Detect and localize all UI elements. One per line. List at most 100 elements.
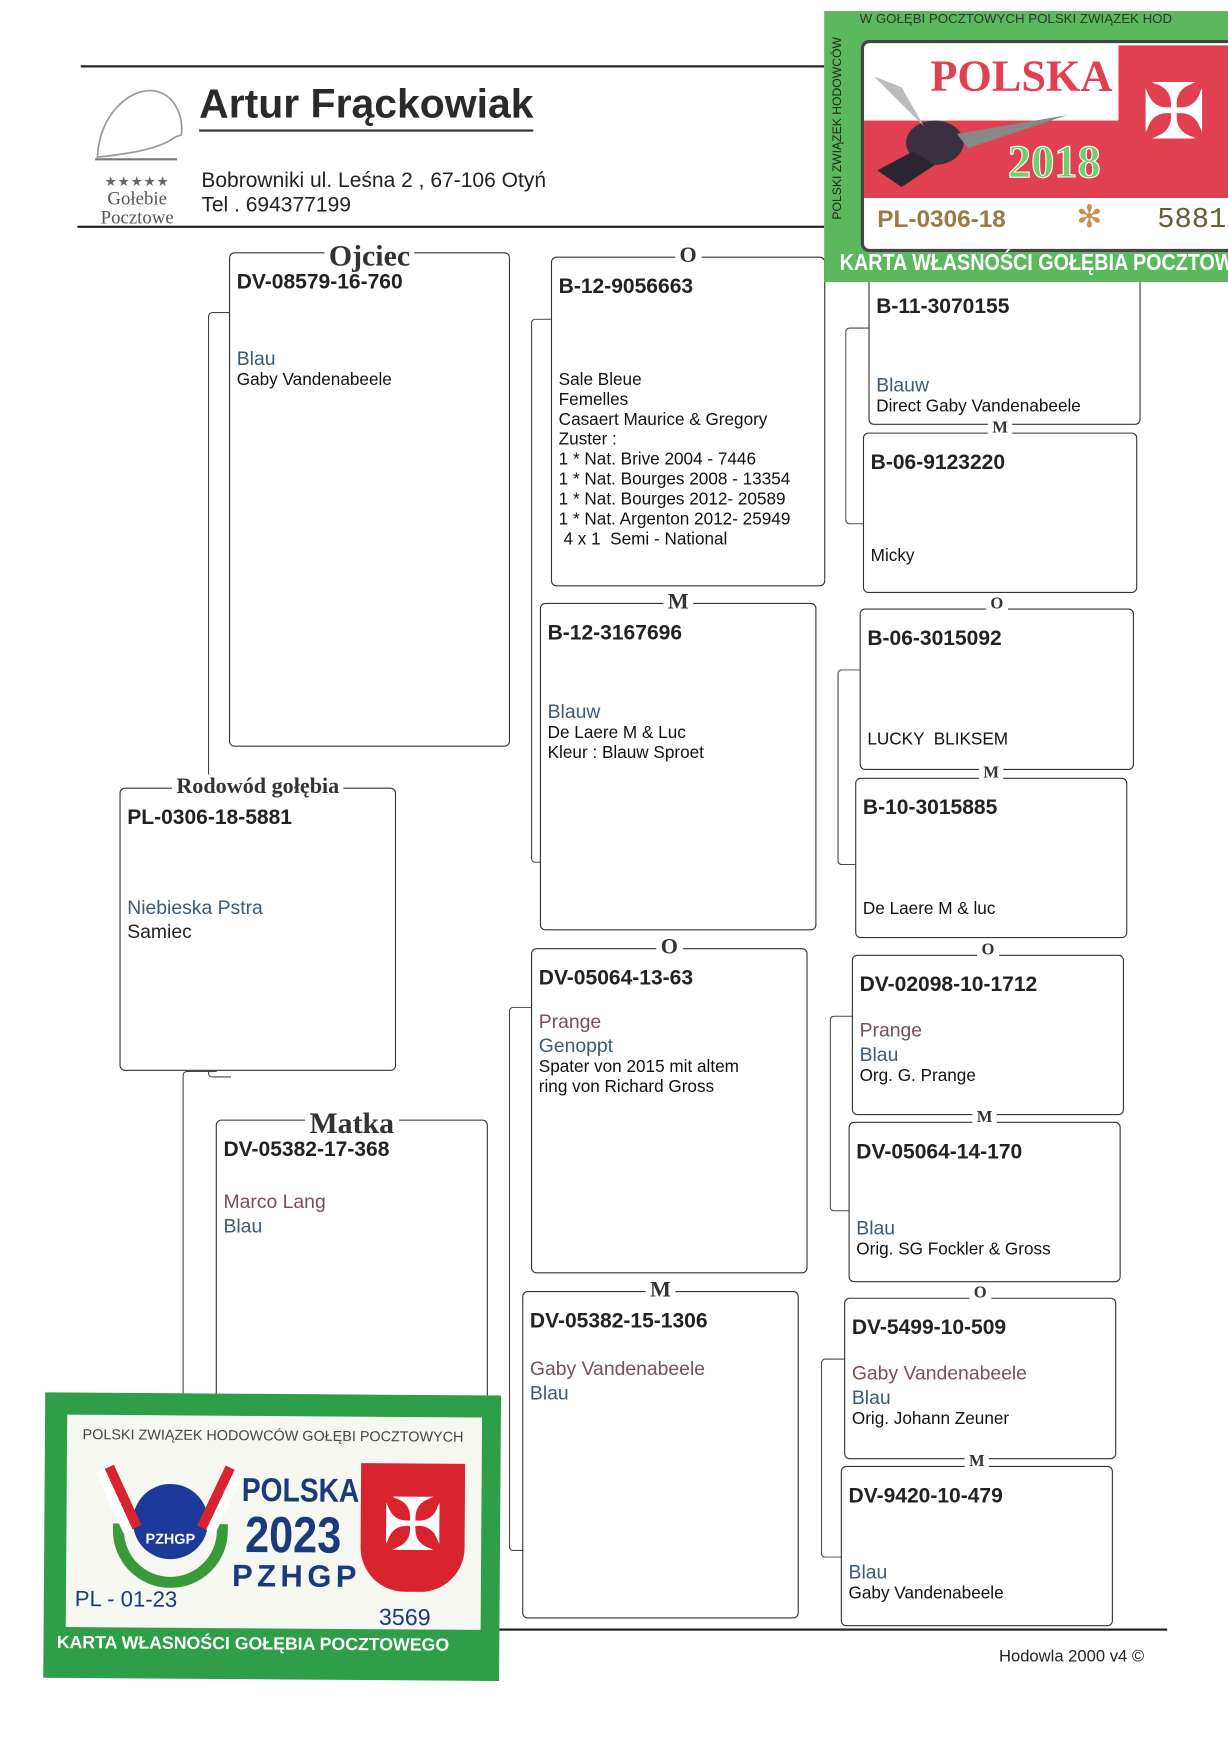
ring-number: B-10-3015885 [862,796,998,820]
owner-phone: Tel . 694377199 [201,193,351,217]
card-line: Gaby Vandenabeele [848,1584,1004,1604]
logo-stars: ★★★★★ [104,173,170,190]
card-line: LUCKY BLIKSEM [867,730,1009,749]
polish-eagle-emblem: ✠ [1118,45,1228,190]
card-title: M [978,764,1004,784]
card-line: Blau [848,1560,888,1584]
connector-line [820,1358,847,1558]
connector-line [837,669,863,866]
card-title: O [656,934,683,961]
card-title: M [645,1277,676,1304]
stamp-year: 2018 [1007,137,1101,189]
pzhgp-logo: PZHGP [95,1464,244,1589]
card-line: Femelles [558,390,629,410]
header-bottom-rule [77,225,825,228]
card-line: Blau [859,1043,899,1066]
card-line: De Laere M & luc [862,899,996,919]
software-credit: Hodowla 2000 v4 © [998,1647,1145,1667]
connector-line [508,1006,535,1552]
stamp-bottom-text: KARTA WŁASNOŚCI GOŁĘBIA POCZTOWEGO [56,1633,450,1656]
card-line: 1 * Nat. Bourges 2012- 20589 [558,490,786,509]
ownership-stamp-2018: W GOŁĘBI POCZTOWYCH POLSKI ZWIĄZEK HOD P… [824,11,1228,283]
stamp-org-top: W GOŁĘBI POCZTOWYCH POLSKI ZWIĄZEK HOD [859,11,1173,27]
card-line: Spater von 2015 mit altem [538,1057,739,1077]
ring-number: DV-02098-10-1712 [859,973,1038,997]
ring-number: B-12-3167696 [547,621,683,645]
card-line: Orig. Johann Zeuner [851,1409,1010,1429]
card-line: Gaby Vandenabeele [529,1357,706,1380]
card-title: O [675,243,702,269]
connector-line [207,311,232,1078]
ring-number: DV-05064-14-170 [856,1140,1023,1164]
card-title: O [985,595,1008,614]
ring-number: DV-9420-10-479 [848,1484,1003,1508]
card-title: O [977,941,999,961]
ring-number: B-11-3070155 [876,295,1010,319]
card-line: Blauw [876,373,929,397]
card-line: Micky [870,546,915,566]
card-line: 4 x 1 Semi - National [558,529,728,549]
footer-rule [497,1628,1168,1631]
card-title: M [964,1452,990,1472]
card-line: Direct Gaby Vandenabeele [876,397,1081,416]
stamp-ring-number: 5881 [1157,202,1227,236]
card-line: Orig. SG Fockler & Gross [856,1240,1051,1259]
stamp-ring-prefix: PL - 01-23 [74,1587,178,1613]
card-line: De Laere M & Luc [547,723,686,743]
card-line: Blau [236,347,276,370]
card-title: M [663,589,694,616]
ring-number: B-06-3015092 [867,627,1002,651]
card-line: Niebieska Pstra [127,896,263,919]
card-title: M [987,419,1013,439]
ring-number: DV-05382-17-368 [223,1138,390,1162]
card-line: 1 * Nat. Brive 2004 - 7446 [558,450,757,470]
stamp-org-side: POLSKI ZWIĄZEK HODOWCÓW [830,37,845,220]
card-line: Prange [859,1018,923,1042]
ring-number: DV-05064-13-63 [538,966,694,991]
card-line: Blau [856,1216,896,1240]
card-line: 1 * Nat. Bourges 2008 - 13354 [558,470,791,489]
connector-line [845,327,871,525]
connector-line [182,1070,217,1439]
ring-number: DV-05382-15-1306 [529,1309,708,1334]
card-title: O [969,1284,992,1304]
connector-line [829,1015,856,1212]
card-line: ring von Richard Gross [538,1077,715,1097]
card-line: Samiec [127,920,192,943]
stamp-ring-number: 3569 [378,1604,431,1631]
card-title: M [972,1108,997,1128]
card-line: Prange [538,1010,602,1033]
card-line: Gaby Vandenabeele [236,370,392,390]
stamp-bottom-text: KARTA WŁASNOŚCI GOŁĘBIA POCZTOW [839,250,1228,276]
card-title: Rodowód gołębia [171,774,344,800]
owner-address: Bobrowniki ul. Leśna 2 , 67-106 Otyń [201,169,547,193]
stamp-title: POLSKA 2023 PZHGP [231,1472,362,1594]
stamp-ring-prefix: PL-0306-18 [877,204,1006,233]
card-title: Ojciec [324,238,415,274]
pedigree-card: M B-10-3015885 De Laere M & luc [855,764,1128,939]
card-line: 1 * Nat. Argenton 2012- 25949 [558,510,791,529]
stamp-org: POLSKI ZWIĄZEK HODOWCÓW GOŁĘBI POCZTOWYC… [82,1425,464,1446]
ring-number: PL-0306-18-5881 [127,806,292,830]
pigeon-head-icon [95,89,183,161]
header-top-rule [80,65,825,68]
card-line: Blau [851,1386,891,1409]
ring-number: DV-08579-16-760 [236,271,403,295]
card-title: Matka [305,1106,399,1141]
